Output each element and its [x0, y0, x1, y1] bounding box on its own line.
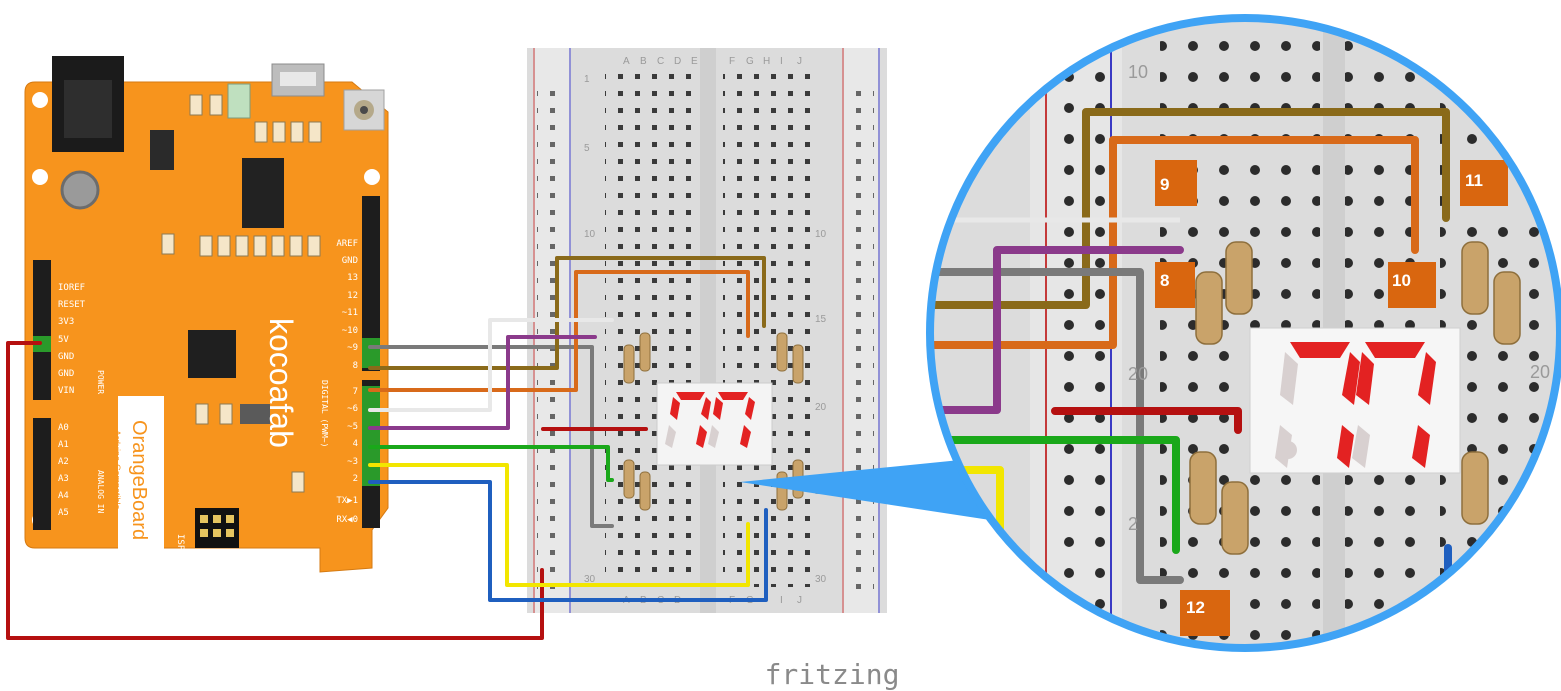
svg-text:~9: ~9 — [347, 343, 358, 353]
arduino-board: IOREF RESET 3V3 5V GND GND VIN A0 A1 A2 … — [24, 56, 389, 573]
fritzing-logo: fritzing — [765, 658, 900, 691]
analog-pin-labels: A0 A1 A2 A3 A4 A5 — [58, 423, 69, 518]
svg-text:30: 30 — [815, 574, 827, 585]
svg-text:15: 15 — [815, 314, 827, 325]
svg-text:IOREF: IOREF — [58, 283, 85, 293]
svg-text:A2: A2 — [58, 457, 69, 467]
svg-text:H: H — [763, 56, 770, 67]
seven-segment-display — [656, 382, 773, 466]
isp-label: ISP — [175, 534, 185, 551]
svg-text:GND: GND — [342, 256, 358, 266]
svg-text:VIN: VIN — [58, 386, 74, 396]
svg-text:2: 2 — [1128, 514, 1138, 534]
power-pin-labels: IOREF RESET 3V3 5V GND GND VIN — [58, 283, 86, 396]
digital-label: DIGITAL (PWM~) — [320, 380, 329, 447]
svg-text:~3: ~3 — [347, 457, 358, 467]
analog-label: ANALOG IN — [96, 470, 105, 514]
svg-text:~10: ~10 — [342, 326, 358, 336]
svg-text:30: 30 — [584, 574, 596, 585]
digital-pin-labels: AREF GND 13 12 ~11 ~10 ~9 8 7 ~6 ~5 4 ~3… — [336, 239, 358, 525]
svg-text:5V: 5V — [58, 335, 69, 345]
svg-text:A: A — [623, 56, 630, 67]
svg-text:~11: ~11 — [342, 308, 358, 318]
svg-text:13: 13 — [347, 273, 358, 283]
svg-text:A5: A5 — [58, 508, 69, 518]
svg-text:3V3: 3V3 — [58, 317, 74, 327]
svg-text:12: 12 — [347, 291, 358, 301]
svg-text:10: 10 — [815, 229, 827, 240]
svg-text:AREF: AREF — [336, 239, 358, 249]
svg-text:~5: ~5 — [347, 422, 358, 432]
svg-text:C: C — [657, 56, 664, 67]
breadboard: A B C D E F G H I J A B C D F G I J 1 5 … — [527, 48, 887, 613]
pin-label-11: 11 — [1465, 171, 1483, 190]
board-model: OrangeBoard — [128, 420, 150, 540]
svg-text:GND: GND — [58, 352, 74, 362]
board-brand: kocoafab — [263, 318, 299, 448]
zoom-pin-labels: 9 8 10 11 12 — [1155, 160, 1508, 636]
svg-text:A3: A3 — [58, 474, 69, 484]
svg-text:20: 20 — [1128, 364, 1148, 384]
svg-text:F: F — [729, 56, 735, 67]
zoom-inset: 10 20 20 2 9 8 10 11 12 — [926, 14, 1561, 652]
power-label: POWER — [96, 370, 105, 394]
svg-text:7: 7 — [353, 387, 358, 397]
zoom-row-numbers: 10 20 20 2 — [1128, 62, 1550, 534]
svg-text:RESET: RESET — [58, 300, 86, 310]
svg-text:RX◀0: RX◀0 — [336, 515, 358, 525]
pin-label-8: 8 — [1160, 271, 1169, 290]
svg-text:D: D — [674, 56, 681, 67]
svg-text:20: 20 — [1530, 362, 1550, 382]
svg-text:8: 8 — [353, 361, 358, 371]
svg-text:10: 10 — [584, 229, 596, 240]
svg-text:I: I — [780, 595, 783, 606]
svg-text:2: 2 — [353, 474, 358, 484]
svg-text:1: 1 — [584, 74, 590, 85]
svg-text:20: 20 — [815, 402, 827, 413]
svg-text:A0: A0 — [58, 423, 69, 433]
svg-text:4: 4 — [353, 439, 358, 449]
svg-text:E: E — [691, 56, 698, 67]
svg-text:B: B — [640, 56, 647, 67]
svg-text:A1: A1 — [58, 440, 69, 450]
board-subtitle: Arduino-Compatible — [112, 430, 122, 510]
svg-text:J: J — [797, 595, 802, 606]
pin-label-10: 10 — [1392, 271, 1411, 290]
svg-text:~6: ~6 — [347, 404, 358, 414]
pin-label-9: 9 — [1160, 175, 1169, 194]
svg-text:10: 10 — [1128, 62, 1148, 82]
wires — [6, 256, 768, 640]
svg-text:GND: GND — [58, 369, 74, 379]
svg-text:5: 5 — [584, 143, 590, 154]
zoom-ring — [926, 14, 1561, 652]
svg-text:I: I — [780, 56, 783, 67]
zoom-callout — [740, 457, 990, 520]
svg-text:TX▶1: TX▶1 — [336, 496, 358, 506]
svg-text:A4: A4 — [58, 491, 69, 501]
pin-label-12: 12 — [1186, 598, 1205, 617]
svg-text:G: G — [746, 56, 754, 67]
svg-text:J: J — [797, 56, 802, 67]
